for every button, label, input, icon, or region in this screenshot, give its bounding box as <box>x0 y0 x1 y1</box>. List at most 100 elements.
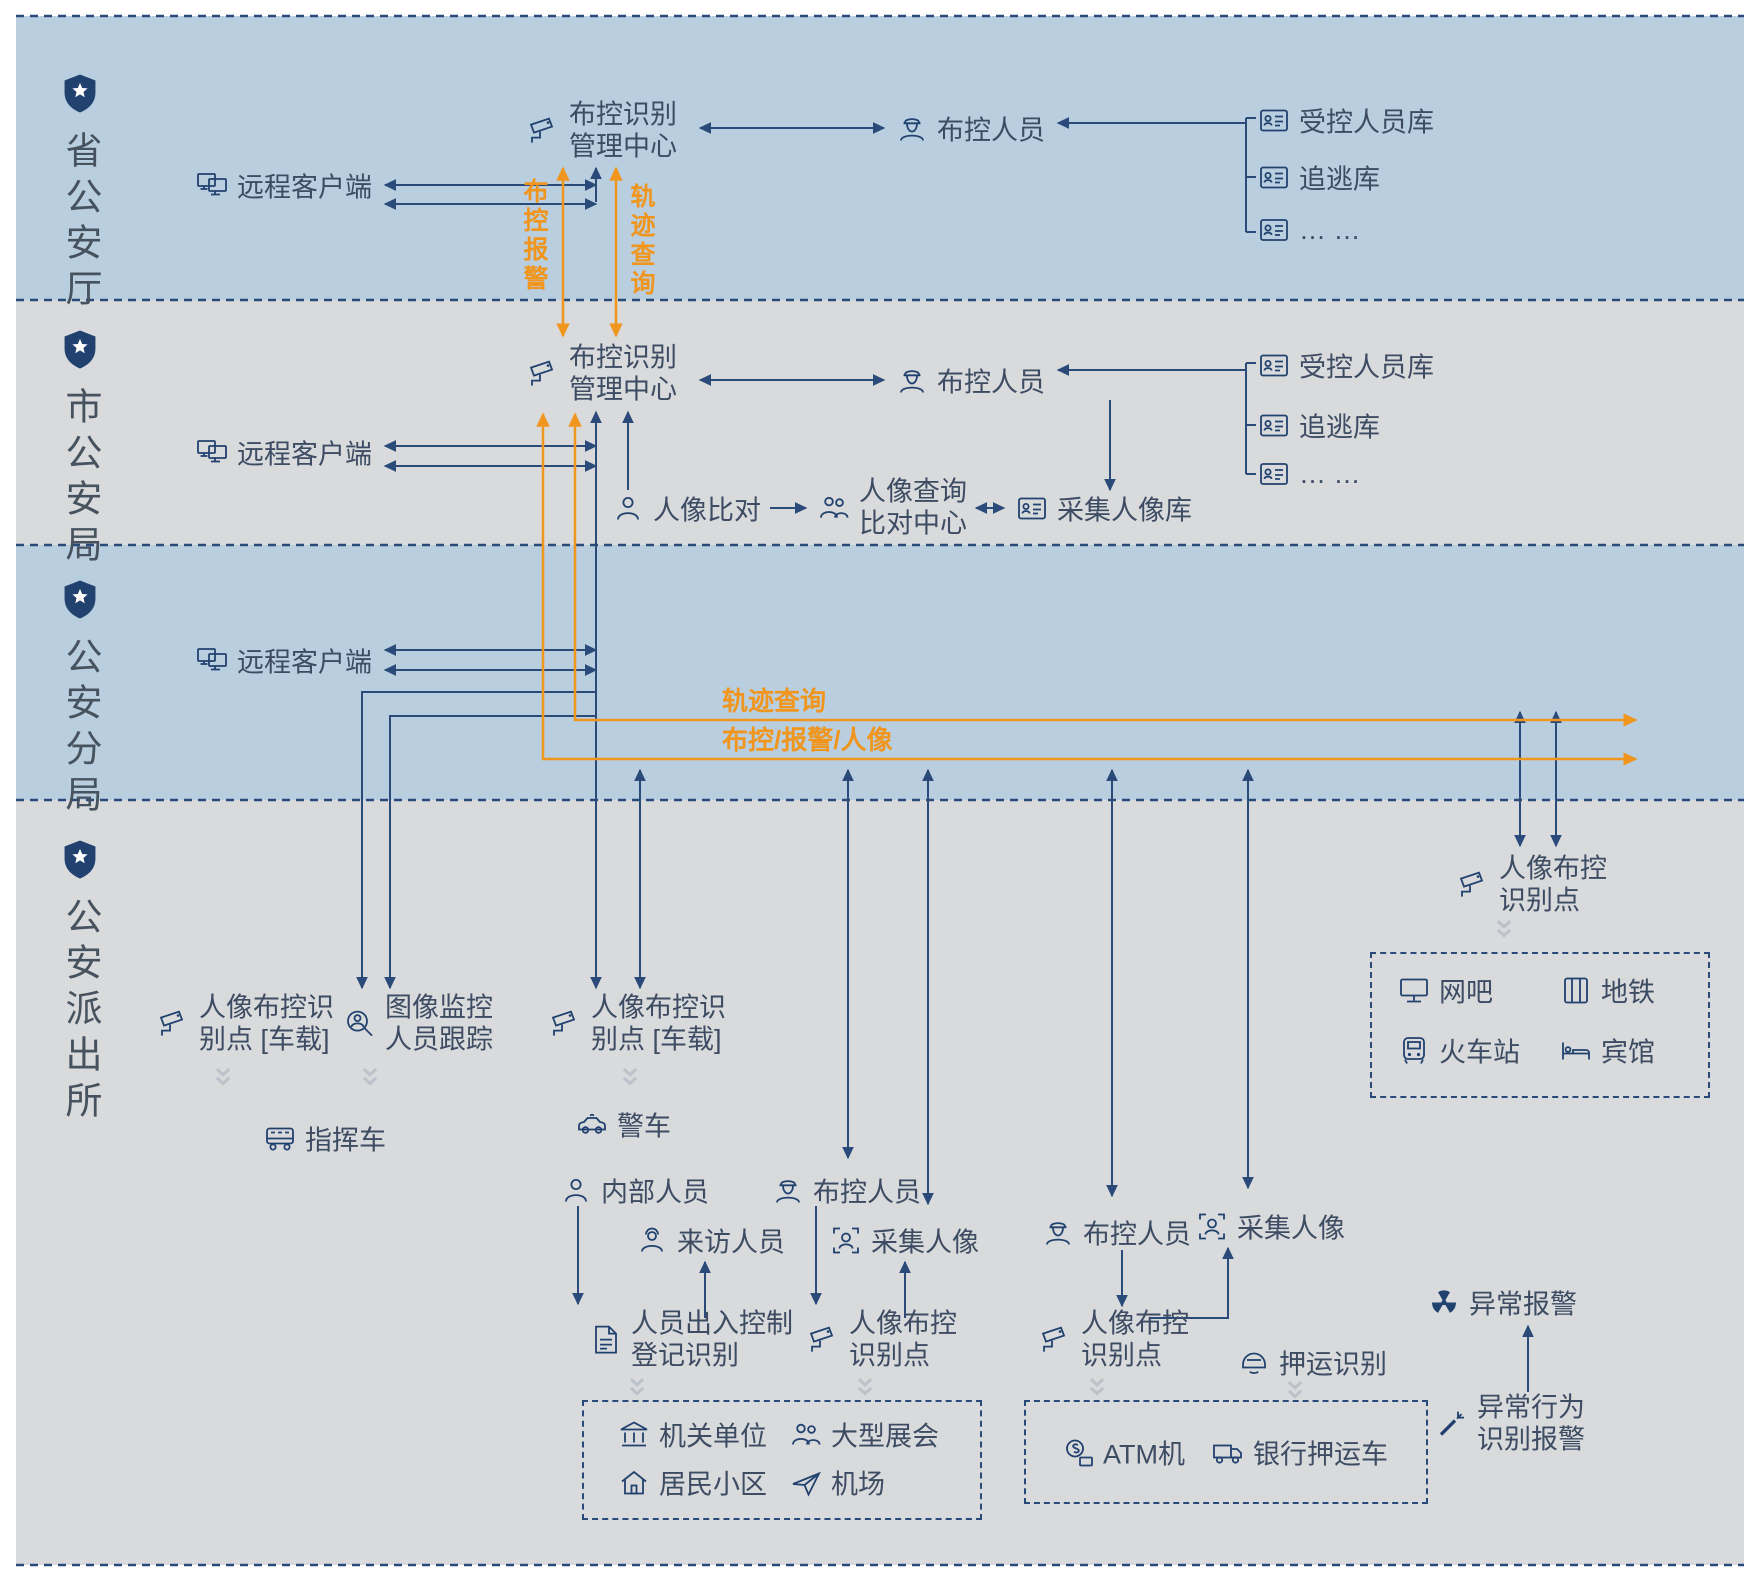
visitor-icon <box>636 1224 668 1256</box>
face-comparison: 人像比对 <box>612 489 761 528</box>
police-shield-icon <box>61 328 99 371</box>
document-icon <box>590 1324 622 1356</box>
face-scan-icon <box>830 1224 862 1256</box>
node-label: 布控人员 <box>937 115 1045 146</box>
vehicle-recognition-point-left: 人像布控识别点 [车载] <box>158 992 334 1057</box>
police-officer-icon <box>772 1174 804 1206</box>
node-label: 人像布控识 <box>591 992 726 1023</box>
monitor-icon <box>1398 974 1430 1006</box>
node-label: 人像查询 <box>859 476 967 507</box>
site-subway: 地铁 <box>1560 971 1655 1010</box>
node-label: 识别点 <box>849 1341 930 1371</box>
person-icon <box>612 492 644 524</box>
site-internet-cafe: 网吧 <box>1398 971 1493 1010</box>
fugitive-db-province: 追逃库 <box>1258 158 1380 197</box>
controlled-persons-db-province: 受控人员库 <box>1258 101 1434 140</box>
surveillance-camera-icon <box>1458 869 1490 901</box>
people-icon <box>818 492 850 524</box>
node-label: 网吧 <box>1439 977 1493 1008</box>
node-label: 识别点 <box>1081 1341 1162 1371</box>
node-label: 人像比对 <box>653 495 761 526</box>
police-officer-icon <box>1042 1216 1074 1248</box>
band-label-city: 市公安局 <box>56 328 104 571</box>
band-title: 省公安厅 <box>60 131 101 315</box>
node-label: 人像布控 <box>1499 853 1607 884</box>
site-government-unit: 机关单位 <box>618 1415 767 1454</box>
band-label-branch: 公安分局 <box>56 578 104 821</box>
site-train-station: 火车站 <box>1398 1031 1520 1070</box>
escort-recognition: 押运识别 <box>1238 1343 1387 1382</box>
node-label: 机场 <box>831 1469 885 1500</box>
id-card-icon <box>1258 104 1290 136</box>
police-shield-icon <box>61 72 99 115</box>
id-card-icon <box>1258 161 1290 193</box>
dual-monitor-icon <box>196 169 228 201</box>
train-icon <box>1398 1034 1430 1066</box>
armored-truck-icon <box>1212 1436 1244 1468</box>
surveillance-personnel-city: 布控人员 <box>896 361 1045 400</box>
node-label: 居民小区 <box>659 1469 767 1500</box>
government-building-icon <box>618 1418 650 1450</box>
chevron-down-icon <box>1083 1376 1111 1398</box>
node-label: … … <box>1299 458 1361 489</box>
face-recognition-point-mid: 人像布控识别点 <box>808 1308 957 1373</box>
police-officer-icon <box>896 364 928 396</box>
band-station <box>16 800 1744 1565</box>
chevron-down-icon <box>1490 918 1518 940</box>
surveillance-camera-icon <box>550 1008 582 1040</box>
node-label: 指挥车 <box>305 1125 386 1156</box>
node-label: 异常报警 <box>1469 1289 1577 1320</box>
node-label: 大型展会 <box>831 1421 939 1452</box>
bank-sites-box <box>1024 1400 1428 1504</box>
node-label: 别点 [车载] <box>199 1025 330 1055</box>
node-label: 异常行为 <box>1477 1392 1585 1423</box>
police-officer-icon <box>896 112 928 144</box>
node-label: 人像布控 <box>849 1308 957 1339</box>
id-card-icon <box>1258 409 1290 441</box>
face-query-comparison-center: 人像查询比对中心 <box>818 476 967 541</box>
node-label: 火车站 <box>1439 1037 1520 1068</box>
node-label: 布控识别 <box>569 342 677 373</box>
face-recognition-point-top-right: 人像布控识别点 <box>1458 853 1607 918</box>
collect-face-b: 采集人像 <box>1196 1207 1345 1246</box>
chevron-down-icon <box>851 1376 879 1398</box>
node-label: 警车 <box>617 1111 671 1142</box>
band-label-province: 省公安厅 <box>56 72 104 315</box>
alarm-radiation-icon <box>1428 1286 1460 1318</box>
entry-exit-control-registration: 人员出入控制登记识别 <box>590 1308 793 1373</box>
node-label: 远程客户端 <box>237 172 372 203</box>
command-bus-icon <box>264 1122 296 1154</box>
more-db-province: … … <box>1258 214 1361 246</box>
node-label: 受控人员库 <box>1299 352 1434 383</box>
chevron-down-icon <box>1281 1379 1309 1401</box>
site-hotel: 宾馆 <box>1560 1031 1655 1070</box>
collected-face-db: 采集人像库 <box>1016 489 1192 528</box>
band-label-station: 公安派出所 <box>56 838 104 1127</box>
id-card-icon <box>1016 492 1048 524</box>
node-label: 识别报警 <box>1477 1425 1585 1455</box>
site-residential-community: 居民小区 <box>618 1463 767 1502</box>
visiting-personnel: 来访人员 <box>636 1221 785 1260</box>
node-label: 受控人员库 <box>1299 107 1434 138</box>
node-label: 机关单位 <box>659 1421 767 1452</box>
node-label: 布控人员 <box>1083 1219 1191 1250</box>
remote-client-province: 远程客户端 <box>196 166 372 205</box>
site-bank-escort-vehicle: 银行押运车 <box>1212 1433 1388 1472</box>
flow-label-trajectory-query: 轨迹查询 <box>722 686 827 716</box>
id-card-icon <box>1258 458 1290 490</box>
node-label: 银行押运车 <box>1253 1439 1388 1470</box>
hotel-bed-icon <box>1560 1034 1592 1066</box>
band-title: 公安派出所 <box>60 897 101 1127</box>
metro-gate-icon <box>1560 974 1592 1006</box>
more-db-city: … … <box>1258 458 1361 490</box>
surveillance-camera-icon <box>528 115 560 147</box>
police-shield-icon <box>61 578 99 621</box>
id-card-icon <box>1258 214 1290 246</box>
face-recognition-point-bottom-right: 人像布控识别点 <box>1040 1308 1189 1373</box>
control-recognition-center-city: 布控识别管理中心 <box>528 342 677 407</box>
site-airport: 机场 <box>790 1463 885 1502</box>
node-label: 人像布控 <box>1081 1308 1189 1339</box>
site-atm: ATM机 <box>1062 1433 1185 1472</box>
flow-label-trajectory-query-vertical: 轨迹查询 <box>627 183 655 299</box>
